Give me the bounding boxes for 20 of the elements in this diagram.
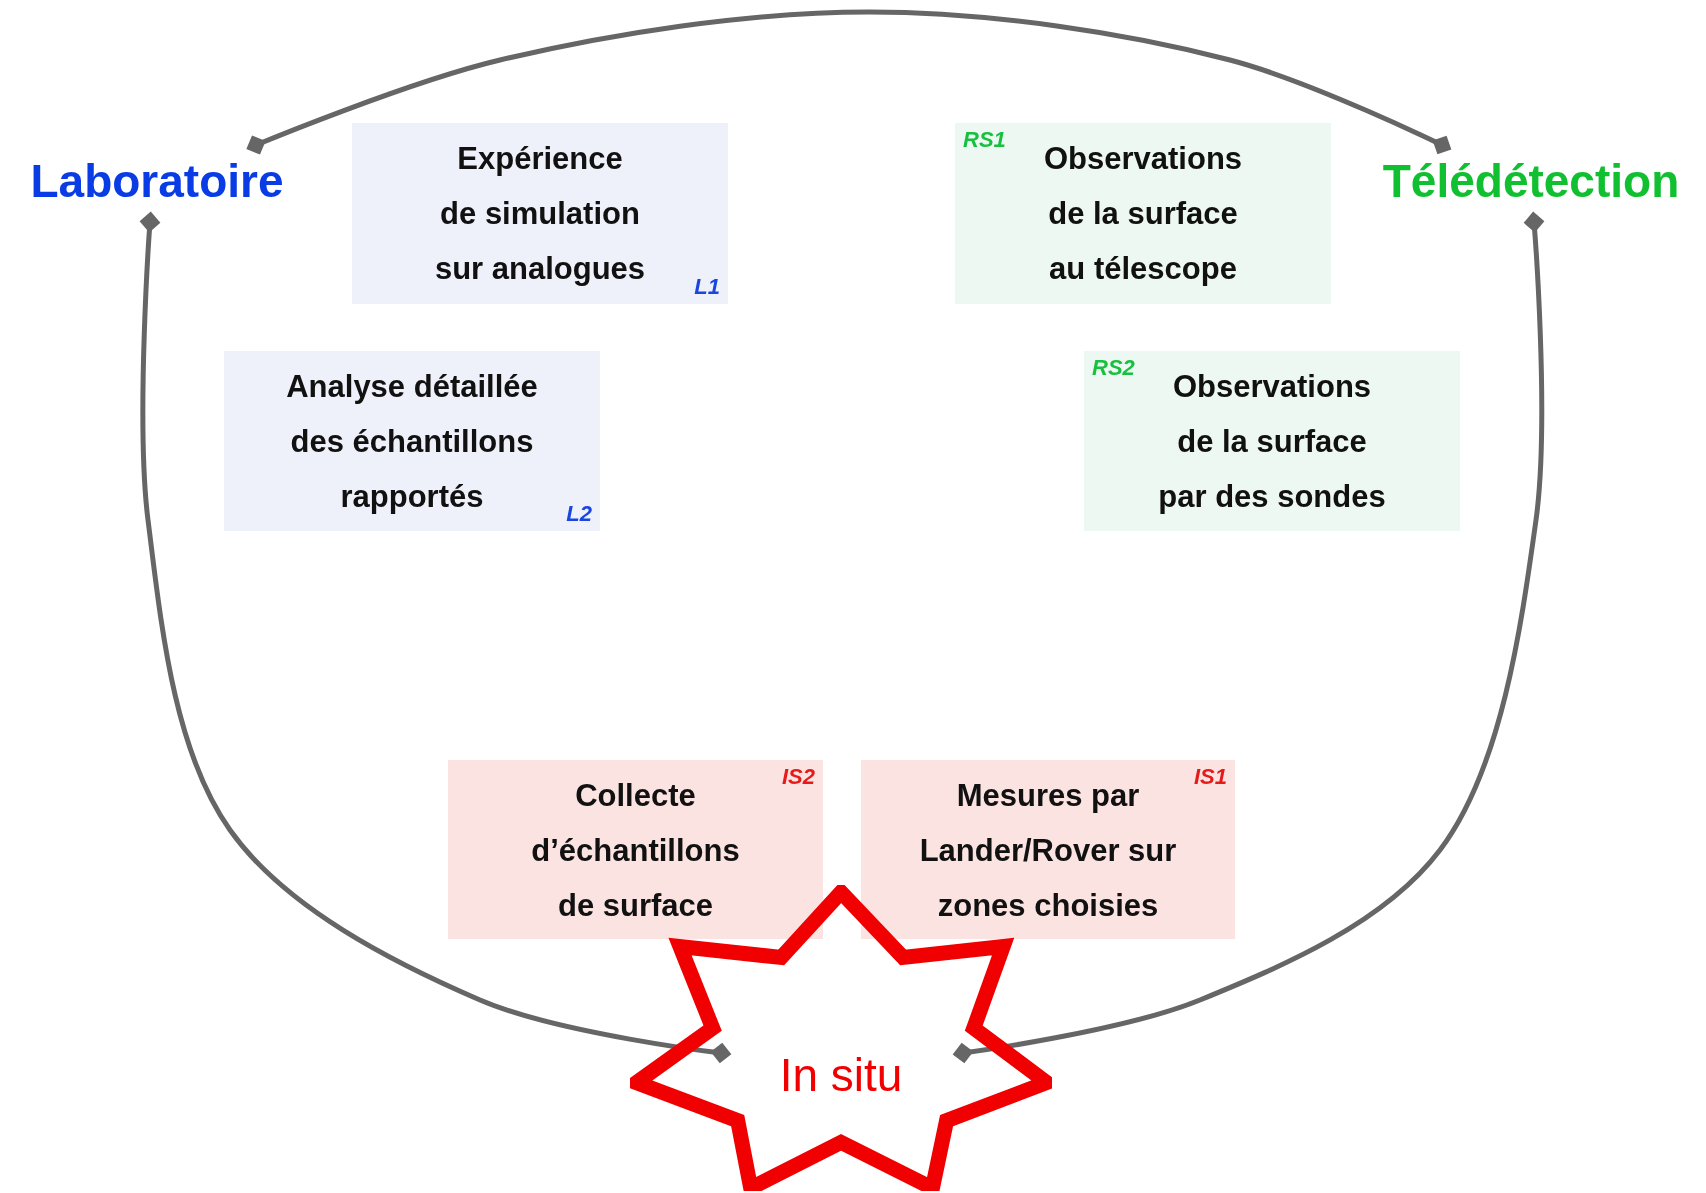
category-heading: Laboratoire	[29, 154, 285, 209]
box-text: Collecte d’échantillons de surface	[530, 777, 741, 925]
box-text: Observations de la surface au télescope	[1042, 140, 1244, 288]
tag-label: L2	[566, 501, 592, 527]
box-text: Mesures par Lander/Rover sur zones choisies	[918, 777, 1178, 925]
connector-line	[952, 211, 1545, 1064]
box-text: Analyse détaillée des échantillons rapportés	[285, 368, 539, 516]
connector-line	[139, 211, 732, 1064]
connector-line	[246, 9, 1452, 155]
box-text: Expérience de simulation sur analogues	[433, 140, 647, 288]
text-box	[448, 760, 823, 939]
tag-label: IS2	[781, 764, 815, 790]
star-label: In situ	[778, 1048, 904, 1103]
tag-label: RS1	[963, 127, 1006, 153]
tag-label: L1	[694, 274, 720, 300]
text-box	[861, 760, 1235, 939]
category-heading: Télédétection	[1381, 154, 1681, 209]
tag-label: IS1	[1193, 764, 1227, 790]
tag-label: RS2	[1092, 355, 1135, 381]
box-text: Observations de la surface par des sondes	[1157, 368, 1387, 516]
